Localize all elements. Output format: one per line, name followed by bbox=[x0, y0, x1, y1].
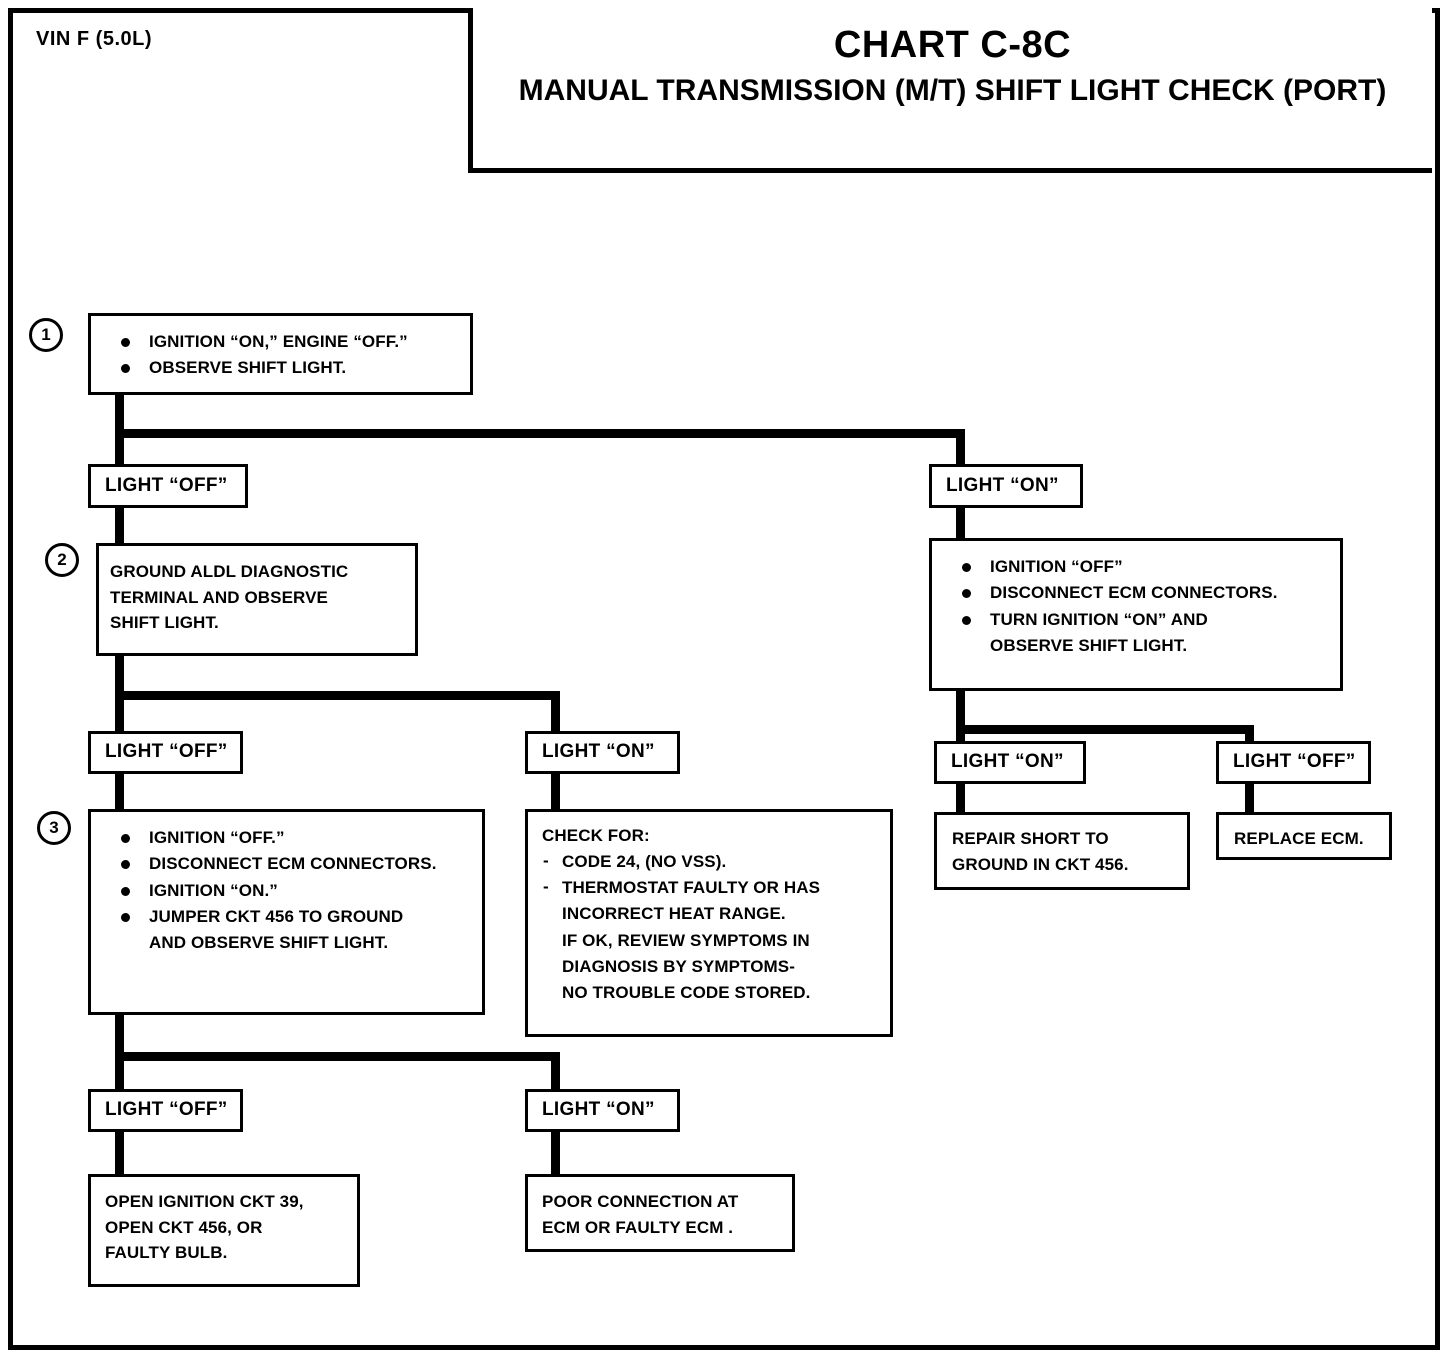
poor-connection-text: POOR CONNECTION AT ECM OR FAULTY ECM . bbox=[542, 1192, 739, 1237]
step3-bullet-2: IGNITION “ON.” bbox=[107, 878, 470, 904]
connector-step3-stem bbox=[115, 1014, 124, 1062]
node-repair-short[interactable]: REPAIR SHORT TO GROUND IN CKT 456. bbox=[934, 812, 1190, 890]
title-block: CHART C-8C MANUAL TRANSMISSION (M/T) SHI… bbox=[468, 8, 1432, 173]
light-on-1-label: LIGHT “ON” bbox=[946, 474, 1059, 496]
right-action-bullet-2: TURN IGNITION “ON” AND OBSERVE SHIFT LIG… bbox=[948, 607, 1328, 660]
replace-ecm-text: REPLACE ECM. bbox=[1234, 829, 1364, 848]
connector-to-light-on-2 bbox=[551, 691, 560, 733]
node-light-off-right[interactable]: LIGHT “OFF” bbox=[1216, 741, 1371, 784]
node-replace-ecm[interactable]: REPLACE ECM. bbox=[1216, 812, 1392, 860]
connector-lightoff1-to-step2 bbox=[115, 505, 124, 545]
check-for-item-1: THERMOSTAT FAULTY OR HAS INCORRECT HEAT … bbox=[542, 874, 878, 928]
light-off-1-label: LIGHT “OFF” bbox=[105, 474, 228, 496]
step2-text: GROUND ALDL DIAGNOSTIC TERMINAL AND OBSE… bbox=[110, 562, 349, 632]
node-check-for[interactable]: CHECK FOR: CODE 24, (NO VSS). THERMOSTAT… bbox=[525, 809, 893, 1037]
chart-title: MANUAL TRANSMISSION (M/T) SHIFT LIGHT CH… bbox=[518, 73, 1387, 107]
connector-lighton3-to-poor bbox=[551, 1131, 560, 1176]
connector-to-light-on-1 bbox=[956, 429, 965, 467]
check-for-item-0: CODE 24, (NO VSS). bbox=[542, 847, 878, 875]
open-ignition-text: OPEN IGNITION CKT 39, OPEN CKT 456, OR F… bbox=[105, 1192, 304, 1262]
step-number-3: 3 bbox=[37, 811, 71, 845]
node-light-on-right[interactable]: LIGHT “ON” bbox=[934, 741, 1086, 784]
connector-to-light-off-2 bbox=[115, 691, 124, 733]
connector-to-light-off-r bbox=[1245, 725, 1254, 745]
check-for-heading: CHECK FOR: bbox=[542, 826, 650, 845]
connector-right-action-stem bbox=[956, 690, 965, 734]
check-for-note: IF OK, REVIEW SYMPTOMS IN DIAGNOSIS BY S… bbox=[562, 930, 811, 1003]
step3-bullet-0: IGNITION “OFF.” bbox=[107, 825, 470, 851]
connector-to-light-off-3 bbox=[115, 1052, 124, 1092]
node-light-on-2[interactable]: LIGHT “ON” bbox=[525, 731, 680, 774]
connector-lightoff3-to-open bbox=[115, 1131, 124, 1176]
right-action-bullet-0: IGNITION “OFF” bbox=[948, 554, 1328, 580]
vin-label: VIN F (5.0L) bbox=[36, 28, 153, 50]
connector-to-light-on-3 bbox=[551, 1052, 560, 1092]
node-light-off-3[interactable]: LIGHT “OFF” bbox=[88, 1089, 243, 1132]
repair-short-text: REPAIR SHORT TO GROUND IN CKT 456. bbox=[952, 829, 1129, 874]
node-step2[interactable]: GROUND ALDL DIAGNOSTIC TERMINAL AND OBSE… bbox=[96, 543, 418, 656]
light-off-3-label: LIGHT “OFF” bbox=[105, 1099, 228, 1121]
step3-bullet-3: JUMPER CKT 456 TO GROUND AND OBSERVE SHI… bbox=[107, 904, 470, 957]
check-for-item-list: CODE 24, (NO VSS). THERMOSTAT FAULTY OR … bbox=[542, 847, 878, 1007]
node-step3[interactable]: IGNITION “OFF.” DISCONNECT ECM CONNECTOR… bbox=[88, 809, 485, 1015]
light-off-2-label: LIGHT “OFF” bbox=[105, 741, 228, 763]
connector-lightoffr-to-replace bbox=[1245, 782, 1254, 815]
connector-bus-level2 bbox=[115, 691, 560, 700]
connector-step2-stem bbox=[115, 655, 124, 700]
node-right-action[interactable]: IGNITION “OFF” DISCONNECT ECM CONNECTORS… bbox=[929, 538, 1343, 691]
node-poor-connection[interactable]: POOR CONNECTION AT ECM OR FAULTY ECM . bbox=[525, 1174, 795, 1252]
step3-bullet-1: DISCONNECT ECM CONNECTORS. bbox=[107, 851, 470, 877]
connector-step1-stem bbox=[115, 392, 124, 438]
connector-lightonr-to-repair bbox=[956, 782, 965, 815]
connector-bus-level1 bbox=[115, 429, 965, 438]
light-on-right-label: LIGHT “ON” bbox=[951, 751, 1064, 773]
node-step1[interactable]: IGNITION “ON,” ENGINE “OFF.” OBSERVE SHI… bbox=[88, 313, 473, 395]
right-action-bullet-1: DISCONNECT ECM CONNECTORS. bbox=[948, 580, 1328, 606]
node-light-on-3[interactable]: LIGHT “ON” bbox=[525, 1089, 680, 1132]
connector-lighton2-to-checkfor bbox=[551, 772, 560, 812]
connector-bus-right bbox=[956, 725, 1254, 734]
node-light-off-2[interactable]: LIGHT “OFF” bbox=[88, 731, 243, 774]
step1-bullet-0: IGNITION “ON,” ENGINE “OFF.” bbox=[107, 329, 458, 355]
connector-bus-level3 bbox=[115, 1052, 560, 1061]
step3-bullet-list: IGNITION “OFF.” DISCONNECT ECM CONNECTOR… bbox=[107, 825, 470, 957]
step-number-2: 2 bbox=[45, 543, 79, 577]
node-light-off-1[interactable]: LIGHT “OFF” bbox=[88, 464, 248, 508]
connector-to-light-off-1 bbox=[115, 429, 124, 467]
right-action-bullet-list: IGNITION “OFF” DISCONNECT ECM CONNECTORS… bbox=[948, 554, 1328, 659]
connector-lightoff2-to-step3 bbox=[115, 772, 124, 812]
connector-to-light-on-r bbox=[956, 725, 965, 745]
step1-bullet-list: IGNITION “ON,” ENGINE “OFF.” OBSERVE SHI… bbox=[107, 329, 458, 382]
node-open-ignition[interactable]: OPEN IGNITION CKT 39, OPEN CKT 456, OR F… bbox=[88, 1174, 360, 1287]
chart-id: CHART C-8C bbox=[833, 24, 1072, 66]
light-on-2-label: LIGHT “ON” bbox=[542, 741, 655, 763]
light-off-right-label: LIGHT “OFF” bbox=[1233, 751, 1356, 773]
light-on-3-label: LIGHT “ON” bbox=[542, 1099, 655, 1121]
step1-bullet-1: OBSERVE SHIFT LIGHT. bbox=[107, 355, 458, 381]
node-light-on-1[interactable]: LIGHT “ON” bbox=[929, 464, 1083, 508]
step-number-1: 1 bbox=[29, 318, 63, 352]
connector-lighton1-to-right-action bbox=[956, 505, 965, 540]
